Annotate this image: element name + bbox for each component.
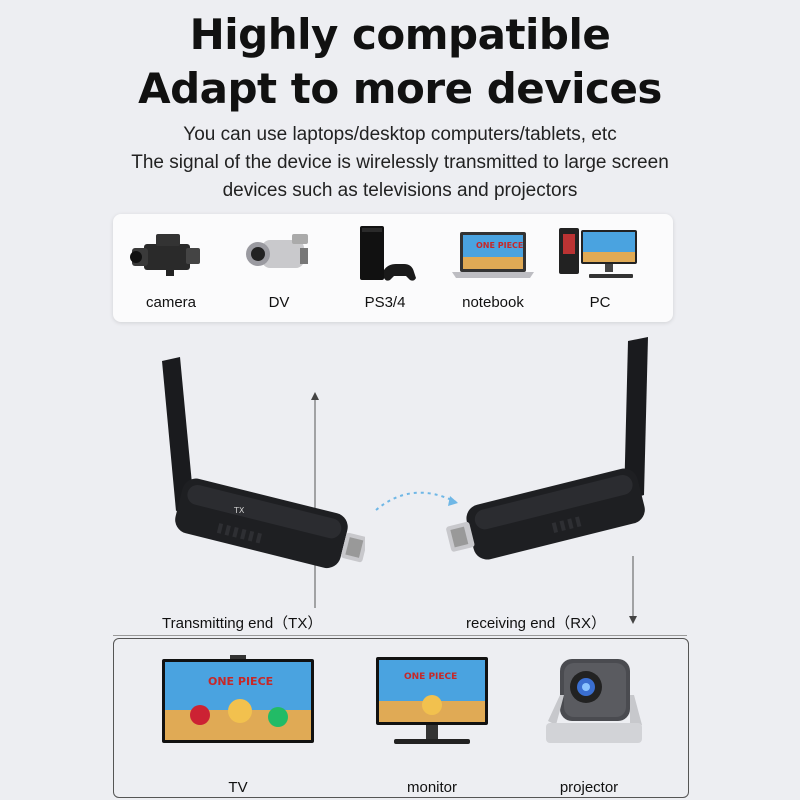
camera-icon: [126, 224, 216, 284]
source-device-label: camera: [145, 294, 197, 311]
tx-dongle: TX: [162, 357, 365, 569]
display-device-tv: ONE PIECE TV: [160, 655, 316, 796]
source-device-label: DV: [268, 294, 290, 311]
source-device-pc: PC: [550, 214, 650, 311]
display-devices-panel: ONE PIECE TV ONE PIECE monitor: [113, 638, 689, 798]
svg-text:ONE PIECE: ONE PIECE: [208, 675, 273, 688]
tv-icon: ONE PIECE: [160, 655, 316, 747]
source-device-label: notebook: [462, 294, 524, 311]
camcorder-icon: [234, 224, 324, 284]
tx-caption: Transmitting end（TX）: [162, 615, 323, 632]
monitor-icon: ONE PIECE: [374, 655, 490, 747]
source-device-dv: DV: [229, 214, 329, 311]
source-device-camera: camera: [121, 214, 221, 311]
down-arrow-icon: [629, 556, 637, 624]
source-device-label: PS3/4: [364, 294, 406, 311]
display-device-monitor: ONE PIECE monitor: [374, 655, 490, 796]
source-device-ps: PS3/4: [335, 214, 435, 311]
display-device-label: monitor: [406, 779, 458, 796]
up-arrow-icon: [311, 392, 319, 608]
wireless-signal-arc: [375, 491, 458, 511]
description-line-2: The signal of the device is wirelessly t…: [131, 152, 669, 173]
divider-line: [113, 635, 687, 636]
display-device-projector: projector: [534, 655, 644, 796]
headline-line-2: Adapt to more devices: [138, 64, 662, 113]
display-device-label: projector: [559, 779, 619, 796]
laptop-icon: ONE PIECE: [448, 224, 538, 284]
description-line-1: You can use laptops/desktop computers/ta…: [183, 124, 617, 145]
game-console-icon: [340, 224, 430, 284]
projector-icon: [534, 655, 644, 749]
source-device-notebook: ONE PIECE notebook: [443, 214, 543, 311]
source-device-label: PC: [589, 294, 611, 311]
headline-line-1: Highly compatible: [189, 10, 611, 59]
description-line-3: devices such as televisions and projecto…: [222, 180, 578, 201]
source-devices-panel: camera DV PS3/4: [113, 214, 673, 322]
rx-dongle: [446, 337, 648, 560]
desktop-pc-icon: [555, 224, 645, 284]
rx-antenna-icon: [624, 337, 648, 501]
display-device-label: TV: [228, 779, 248, 796]
svg-text:ONE PIECE: ONE PIECE: [476, 241, 523, 250]
tx-badge: TX: [233, 506, 245, 515]
rx-caption: receiving end（RX）: [466, 615, 607, 632]
svg-text:ONE PIECE: ONE PIECE: [404, 672, 457, 682]
tx-antenna-icon: [162, 357, 194, 511]
